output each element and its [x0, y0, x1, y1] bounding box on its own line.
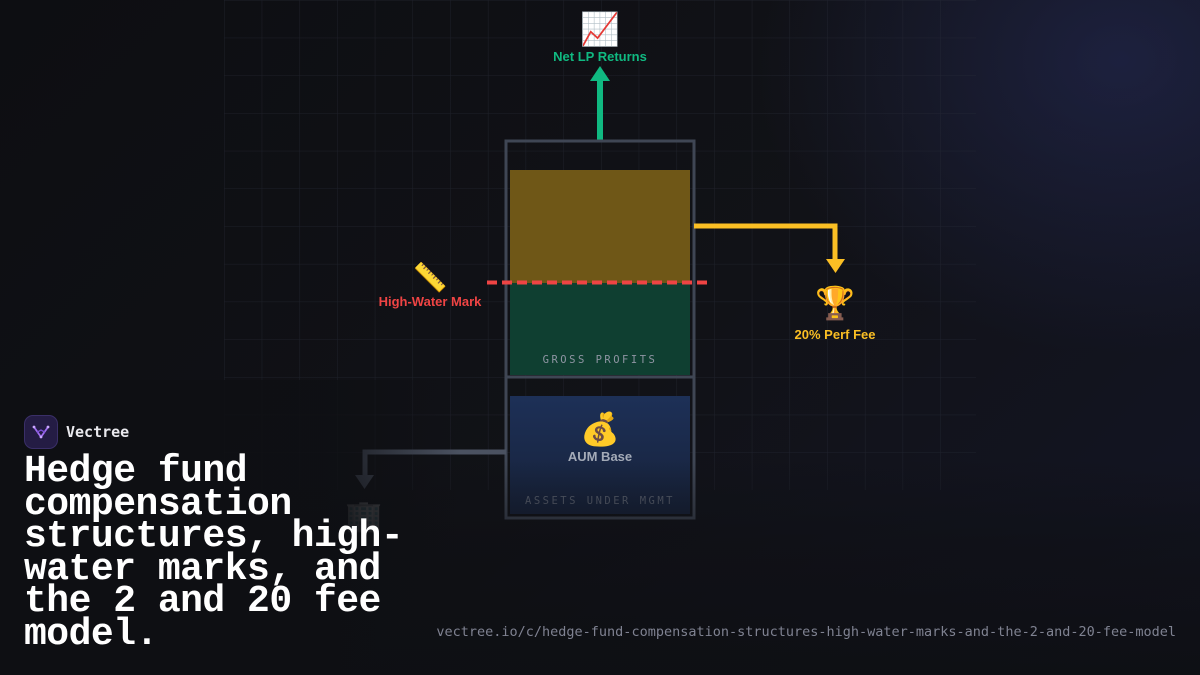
brand[interactable]: Vectree — [24, 415, 129, 449]
perf-fee-label: 20% Perf Fee — [795, 327, 876, 342]
net-returns-label: Net LP Returns — [553, 49, 647, 64]
profit-above-hwm — [510, 170, 690, 283]
page-title: Hedge fund compensation structures, high… — [24, 450, 404, 656]
gross-profits-label: GROSS PROFITS — [543, 354, 658, 366]
high-water-mark-label: High-Water Mark — [379, 294, 483, 309]
money-bag-icon: 💰 — [580, 410, 620, 448]
brand-name: Vectree — [66, 423, 130, 441]
page-url[interactable]: vectree.io/c/hedge-fund-compensation-str… — [436, 624, 1176, 640]
aum-section-label: ASSETS UNDER MGMT — [525, 495, 675, 507]
aum-base-label: AUM Base — [568, 449, 632, 464]
ruler-icon: 📏 — [413, 261, 448, 294]
vectree-logo-icon — [24, 415, 58, 449]
chart-increasing-icon: 📈 — [580, 10, 620, 48]
trophy-icon: 🏆 — [815, 284, 855, 322]
